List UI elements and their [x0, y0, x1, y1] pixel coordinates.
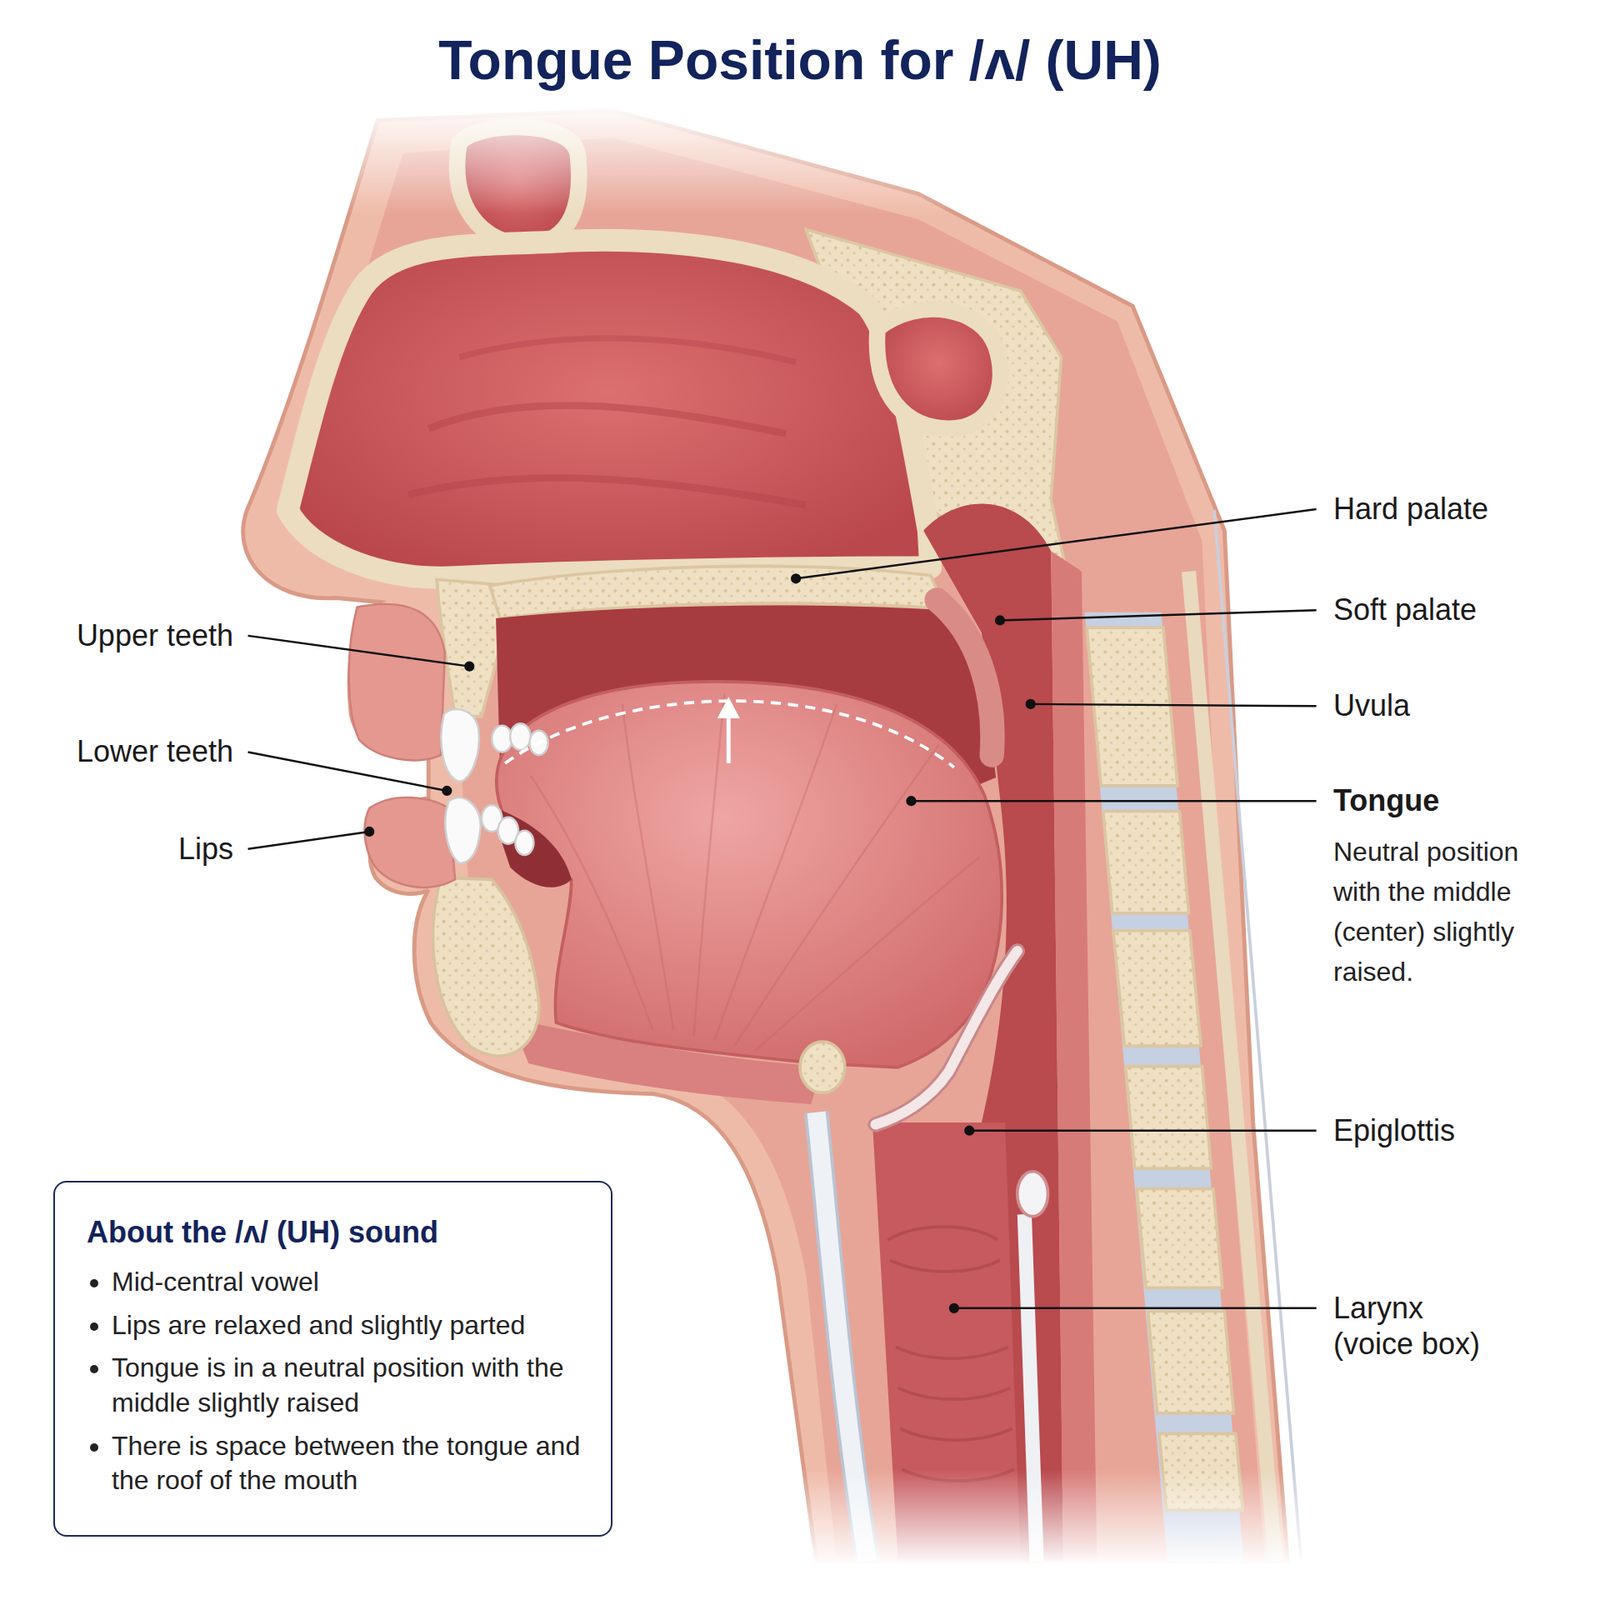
leader-line [910, 800, 1316, 802]
leader-dot [995, 616, 1005, 625]
mandible-bone [433, 877, 540, 1056]
molar [491, 725, 512, 753]
molar [510, 723, 530, 750]
bottom-fade [612, 1469, 1430, 1566]
leader-dot [965, 1126, 974, 1135]
arytenoid [1017, 1171, 1049, 1217]
tongue-fibres [530, 694, 980, 1052]
bullet-list: Mid-central vowelLips are relaxed and sl… [86, 1265, 583, 1499]
vertebra [1125, 1066, 1212, 1169]
leader-line [969, 1130, 1316, 1132]
top-fade [255, 101, 1378, 215]
leader-dot [1026, 700, 1035, 709]
raise-arrow-head [717, 696, 740, 719]
upper-incisor [440, 709, 480, 782]
part-label: Lips [178, 830, 234, 867]
leader-line [248, 751, 448, 791]
epiglottis [875, 950, 1018, 1125]
bullet-item: There is space between the tongue and th… [111, 1429, 583, 1499]
info-box: About the /ʌ/ (UH) soundMid-central vowe… [53, 1180, 613, 1537]
part-label: Larynx (voice box) [1333, 1290, 1509, 1362]
lower-lip [365, 797, 456, 888]
leader-dot [442, 786, 451, 795]
vertebra [1148, 1310, 1235, 1413]
larynx-ring [890, 1260, 1000, 1272]
lower-incisor [445, 797, 480, 864]
tongue-fibre [735, 745, 940, 1046]
epiglottis [875, 950, 1018, 1125]
info-heading: About the /ʌ/ (UH) sound [86, 1214, 583, 1250]
leader-dot [950, 1304, 959, 1313]
diagram-title: Tongue Position for /ʌ/ (UH) [438, 27, 1162, 94]
leader-line [954, 1307, 1317, 1310]
leader-dot [465, 662, 474, 671]
soft-palate [936, 600, 993, 755]
tongue-fibre [714, 704, 837, 1041]
leader-line [248, 635, 470, 667]
tongue-fibre [530, 775, 654, 1031]
larynx-ring [887, 1226, 998, 1240]
vertebra [1113, 930, 1201, 1046]
leader-line [795, 509, 1316, 579]
spine-column [1085, 612, 1245, 1562]
sphenoid-sinus [876, 309, 1000, 429]
nasal-turbinate [408, 477, 807, 505]
vertebrae [1086, 627, 1243, 1510]
leader-dot [365, 827, 374, 836]
tongue-fibre [622, 704, 674, 1031]
leader-dot [791, 574, 800, 583]
bullet-item: Mid-central vowel [111, 1265, 583, 1300]
tongue-fibre [755, 857, 980, 1052]
part-label: Hard palate [1333, 490, 1489, 527]
part-label: Upper teeth [76, 617, 234, 654]
tongue-fibre [694, 694, 725, 1036]
part-label: Soft palate [1333, 591, 1477, 628]
neck-back-line [1214, 510, 1301, 1561]
nasal-cavity [287, 240, 930, 578]
vertebra [1136, 1189, 1223, 1289]
part-description: Neutral position with the middle (center… [1333, 831, 1567, 992]
nasal-turbinate [428, 405, 786, 434]
larynx-ring [900, 1428, 1013, 1440]
larynx-ring [898, 1387, 1011, 1400]
part-label: Epiglottis [1333, 1112, 1455, 1149]
leader-line [1000, 610, 1317, 620]
raise-arrow-shaft [726, 714, 731, 764]
pharyngeal-wall [1050, 550, 1097, 1561]
vertebra [1103, 810, 1190, 913]
tongue [496, 681, 1002, 1068]
nasal-turbinate [459, 338, 796, 363]
leader-dot [907, 796, 916, 805]
bullet-item: Lips are relaxed and slightly parted [111, 1308, 583, 1344]
bottom-blank [612, 1565, 1430, 1600]
leader-line [1030, 704, 1317, 706]
part-label: Tongue [1333, 782, 1440, 819]
molar [515, 830, 534, 855]
larynx-ring [895, 1346, 1009, 1359]
leader-line [248, 831, 370, 850]
part-label: Lower teeth [76, 733, 234, 770]
upper-lip [349, 604, 445, 760]
bullet-item: Tongue is in a neutral position with the… [111, 1350, 583, 1420]
larynx-rings [887, 1226, 1015, 1481]
part-label: Uvula [1333, 687, 1410, 724]
hyoid-bone [800, 1041, 845, 1093]
vertebra [1086, 627, 1178, 786]
teeth [440, 709, 548, 864]
